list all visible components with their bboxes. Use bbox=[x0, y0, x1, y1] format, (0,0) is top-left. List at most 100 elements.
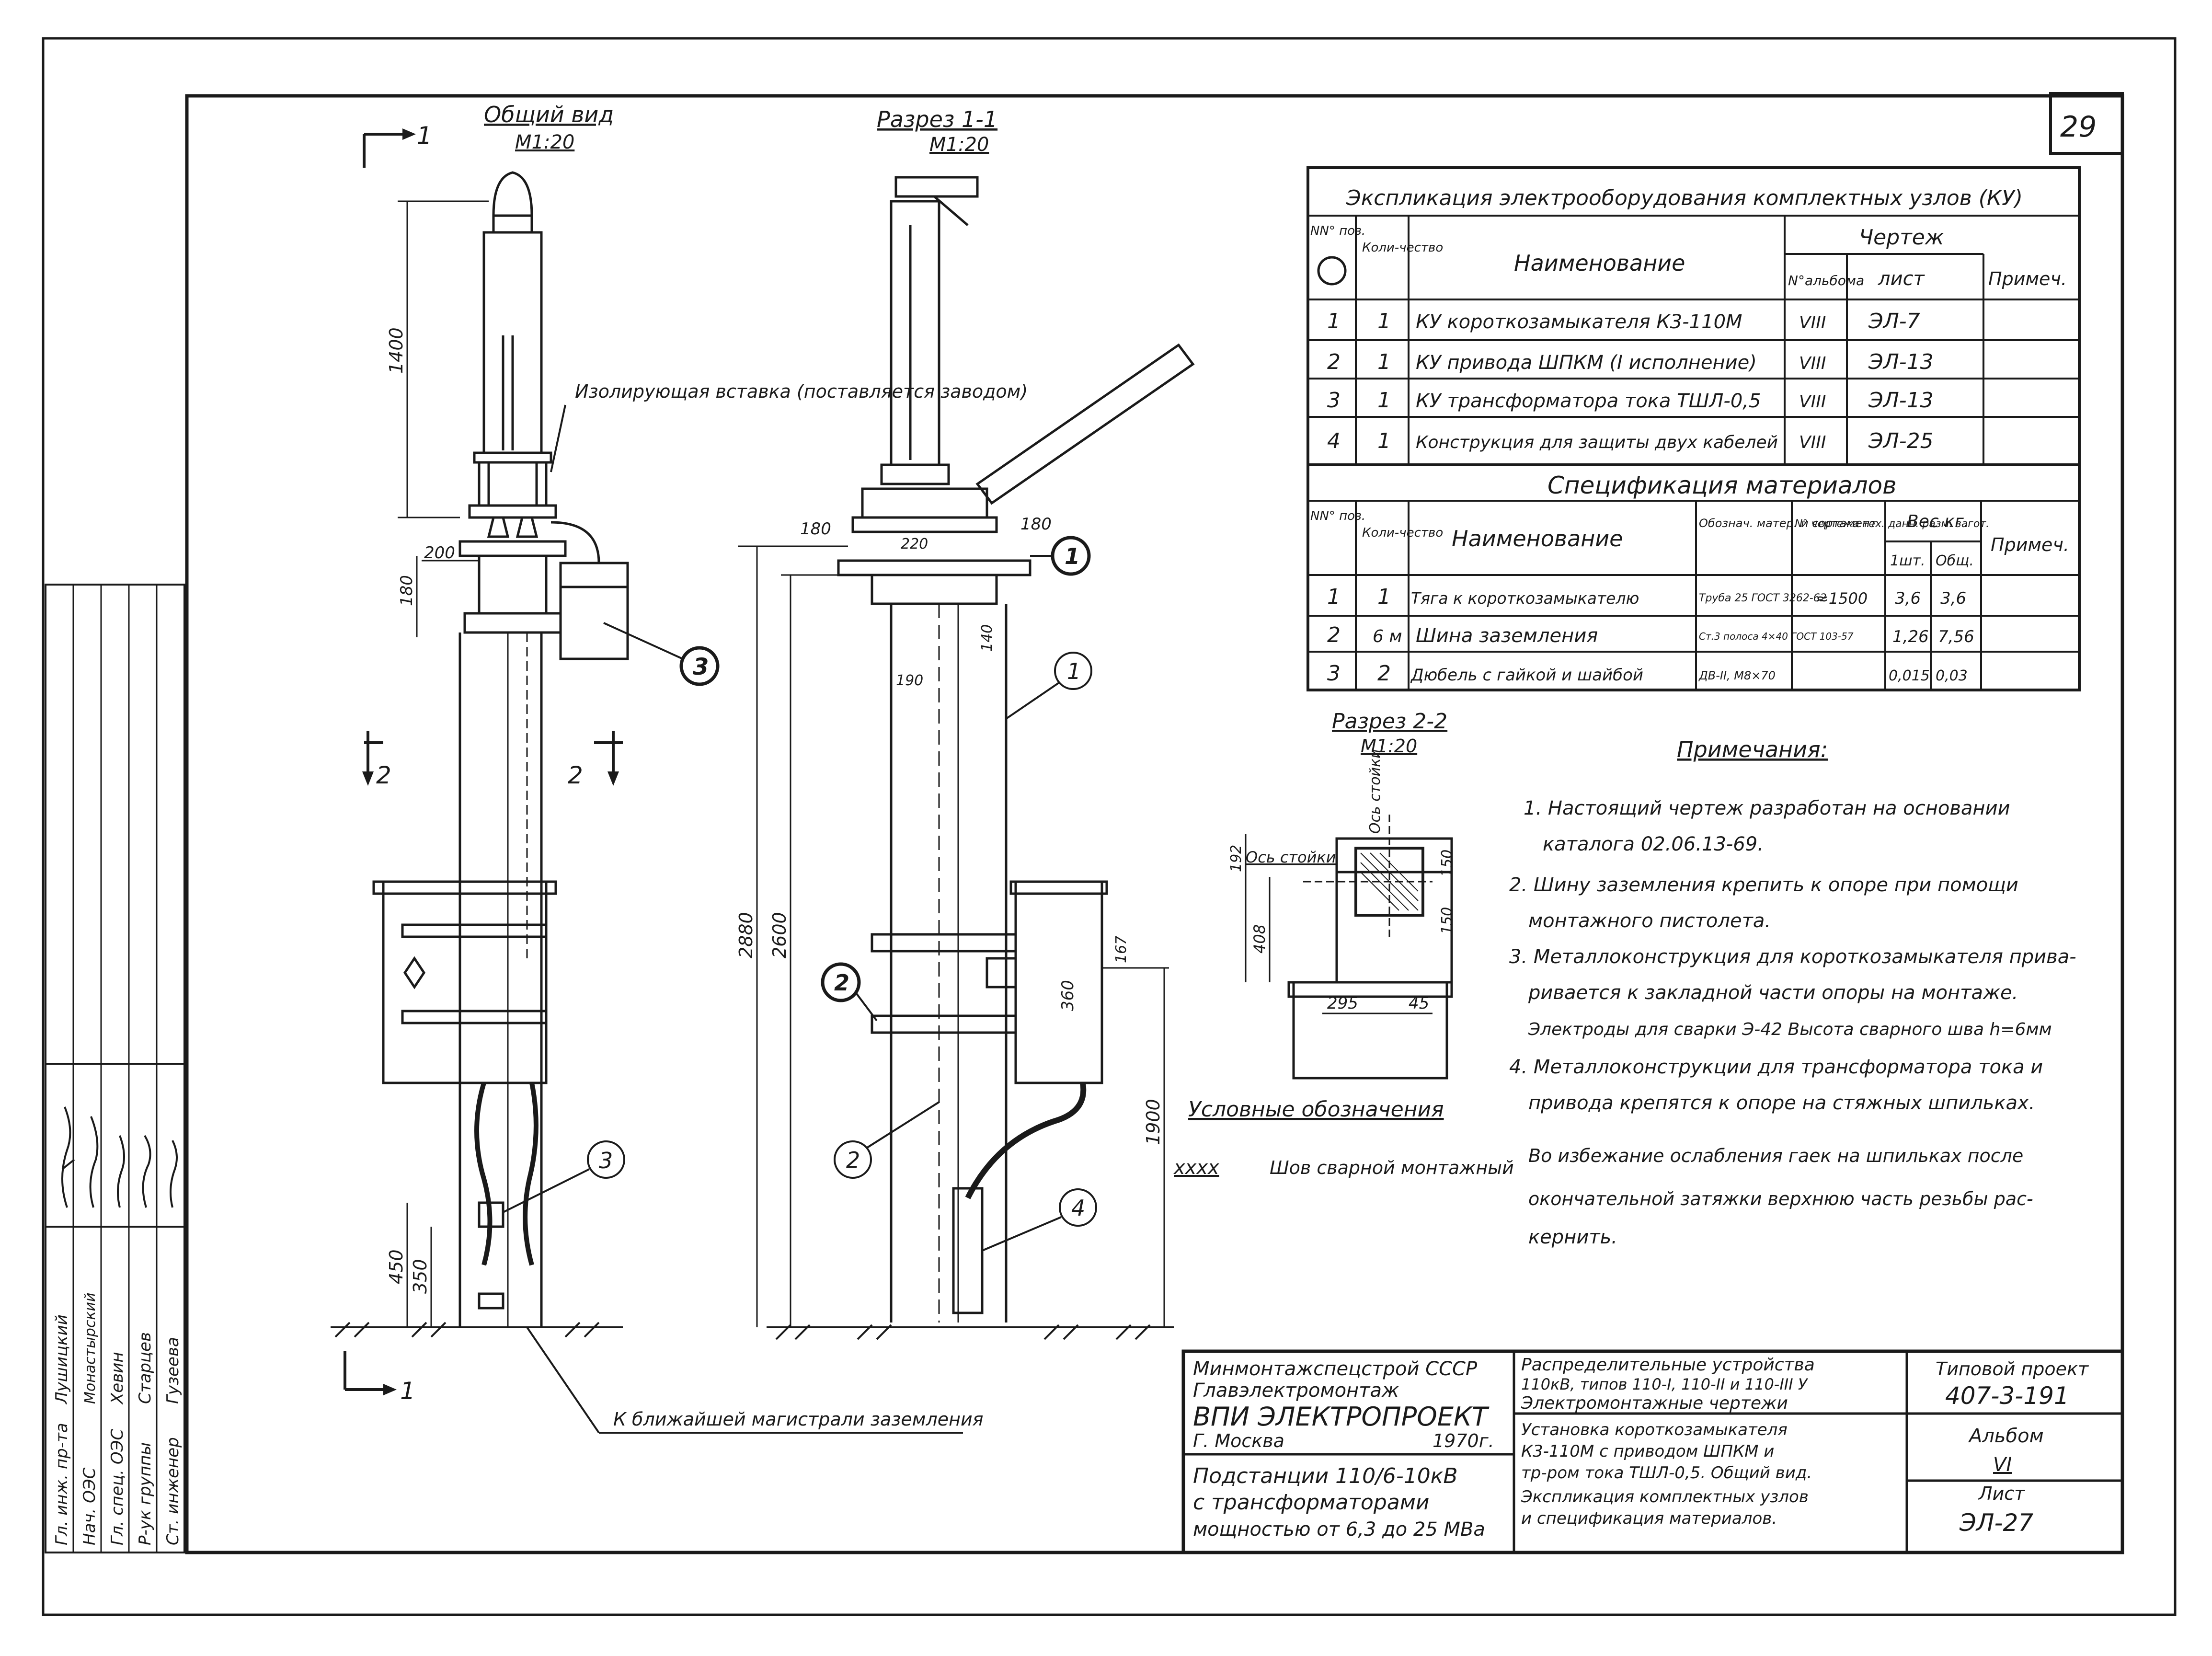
legend-symbol: хххх bbox=[1173, 1157, 1219, 1179]
explication-row-4-name: Конструкция для защиты двух кабелей bbox=[1416, 433, 1778, 452]
general-view-dimensions bbox=[398, 200, 489, 1327]
spec-row-1-qty: 1 bbox=[1377, 585, 1391, 609]
callout-1-bold-label: 1 bbox=[1065, 543, 1080, 569]
explication-row-1-qty: 1 bbox=[1377, 309, 1391, 334]
note-line-11: окончательной затяжки верхнюю часть резь… bbox=[1528, 1188, 2033, 1209]
explication-row-1-sheet: ЭЛ-7 bbox=[1868, 309, 1920, 334]
section-mark-1-bottom bbox=[344, 1351, 397, 1395]
spec-row-1-one: 3,6 bbox=[1895, 589, 1921, 608]
note-line-3: 2. Шину заземления крепить к опоре при п… bbox=[1509, 874, 2018, 896]
explication-header-drawing: Чертеж bbox=[1859, 225, 1944, 250]
dim-180-a: 180 bbox=[800, 519, 831, 539]
spec-row-2-total: 7,56 bbox=[1938, 627, 1974, 646]
spec-row-2-pos: 2 bbox=[1327, 623, 1341, 647]
section-mark-2-right bbox=[594, 731, 623, 786]
dim-295: 295 bbox=[1327, 994, 1358, 1013]
title-series-3: Электромонтажные чертежи bbox=[1521, 1393, 1788, 1413]
dim-140: 140 bbox=[979, 624, 996, 652]
title-sheet-3: тр-ром тока ТШЛ-0,5. Общий вид. bbox=[1521, 1463, 1812, 1483]
spec-row-1-name: Тяга к короткозамыкателю bbox=[1411, 589, 1639, 608]
note-line-7: Электроды для сварки Э-42 Высота сварног… bbox=[1528, 1020, 2052, 1039]
spec-header-total: Общ. bbox=[1936, 552, 1974, 569]
note-line-4: монтажного пистолета. bbox=[1528, 910, 1771, 932]
spec-row-3-name: Дюбель с гайкой и шайбой bbox=[1410, 666, 1643, 685]
grounding-note: К ближайшей магистрали заземления bbox=[613, 1409, 984, 1430]
title-album-label: Альбом bbox=[1968, 1425, 2044, 1447]
section-mark-2-left bbox=[362, 731, 383, 786]
spec-table-grid bbox=[1307, 463, 2081, 691]
explication-row-2-sheet: ЭЛ-13 bbox=[1868, 350, 1934, 374]
spec-row-1-pos: 1 bbox=[1327, 585, 1341, 609]
note-line-8: 4. Металлоконструкции для трансформатора… bbox=[1509, 1056, 2043, 1078]
signature-role-1: Гл. инж. пр-та bbox=[52, 1423, 71, 1545]
section-2-axis-left: Ось стойки bbox=[1246, 848, 1336, 866]
title-substation-3: мощностью от 6,3 до 25 МВа bbox=[1193, 1518, 1485, 1541]
title-series-1: Распределительные устройства bbox=[1521, 1355, 1815, 1375]
dim-1400: 1400 bbox=[386, 327, 407, 374]
signature-name-3: Хевин bbox=[108, 1352, 127, 1405]
explication-header-qty: Коли-чество bbox=[1362, 241, 1443, 255]
dim-190: 190 bbox=[896, 672, 923, 689]
explication-row-4-sheet: ЭЛ-25 bbox=[1868, 429, 1934, 453]
spec-header-name: Наименование bbox=[1452, 526, 1623, 552]
title-org-1: Минмонтажспецстрой СССР bbox=[1193, 1358, 1478, 1380]
section-mark-2-left-label: 2 bbox=[376, 761, 391, 789]
dim-2880: 2880 bbox=[735, 912, 756, 958]
section-1-dimensions bbox=[738, 545, 1169, 1327]
dim-360: 360 bbox=[1058, 980, 1077, 1011]
signature-role-4: Р-ук группы bbox=[136, 1442, 155, 1545]
note-line-9: привода крепятся к опоре на стяжных шпил… bbox=[1528, 1092, 2035, 1114]
dim-150-b: 150 bbox=[1439, 907, 1456, 934]
dim-192: 192 bbox=[1228, 845, 1245, 872]
spec-row-2-one: 1,26 bbox=[1892, 627, 1929, 646]
section-2-drawing bbox=[1245, 815, 1453, 1080]
callout-2-thin bbox=[834, 1140, 872, 1179]
spec-row-1-drawing: ≈1500 bbox=[1816, 589, 1868, 608]
title-sheet-value: ЭЛ-27 bbox=[1959, 1509, 2033, 1537]
section-2-title: Разрез 2-2 bbox=[1332, 709, 1447, 734]
inner-frame bbox=[185, 94, 2124, 1554]
explication-pos-circle bbox=[1317, 256, 1347, 286]
signature-name-5: Гузеева bbox=[163, 1337, 183, 1404]
signature-strip bbox=[45, 584, 185, 1553]
dim-45: 45 bbox=[1409, 994, 1429, 1013]
spec-row-1-total: 3,6 bbox=[1940, 589, 1966, 608]
sheet-number: 29 bbox=[2060, 110, 2097, 144]
callout-2-thin-label: 2 bbox=[846, 1147, 860, 1173]
spec-row-2-designation: Ст.3 полоса 4×40 ГОСТ 103-57 bbox=[1699, 631, 1854, 642]
sheet-number-box bbox=[2049, 92, 2124, 155]
spec-header-weight: Вес кг. bbox=[1907, 512, 1969, 531]
outer-border bbox=[42, 37, 2177, 1616]
signature-name-1: Лушицкий bbox=[52, 1314, 71, 1405]
explication-title: Экспликация электрооборудования комплект… bbox=[1346, 186, 2023, 210]
dim-408: 408 bbox=[1250, 924, 1269, 954]
note-line-2: каталога 02.06.13-69. bbox=[1543, 833, 1764, 855]
title-project-number: 407-3-191 bbox=[1945, 1382, 2069, 1410]
explication-row-1-album: VIII bbox=[1799, 313, 1826, 333]
signature-role-5: Ст. инженер bbox=[163, 1437, 183, 1545]
explication-row-1-pos: 1 bbox=[1327, 309, 1341, 334]
callout-3-bold bbox=[679, 646, 720, 686]
callout-3-thin-label: 3 bbox=[599, 1148, 613, 1173]
title-year: 1970г. bbox=[1433, 1430, 1494, 1451]
note-line-10: Во избежание ослабления гаек на шпильках… bbox=[1528, 1145, 2023, 1166]
explication-row-3-name: КУ трансформатора тока ТШЛ-0,5 bbox=[1416, 390, 1761, 412]
signature-role-2: Нач. ОЭС bbox=[80, 1467, 99, 1545]
spec-row-3-one: 0,015 bbox=[1889, 667, 1930, 684]
spec-header-one: 1шт. bbox=[1890, 552, 1925, 569]
callout-2-bold bbox=[821, 962, 861, 1002]
explication-row-3-qty: 1 bbox=[1377, 388, 1391, 413]
section-2-scale: М1:20 bbox=[1361, 736, 1417, 757]
explication-row-4-album: VIII bbox=[1799, 433, 1826, 452]
spec-header-note: Примеч. bbox=[1991, 534, 2069, 555]
general-view-title: Общий вид bbox=[484, 102, 614, 127]
section-mark-1-top-label: 1 bbox=[417, 122, 432, 150]
callout-2-bold-leader bbox=[854, 991, 878, 1022]
title-substation-2: с трансформаторами bbox=[1193, 1490, 1430, 1515]
spec-row-3-pos: 3 bbox=[1327, 661, 1341, 686]
explication-header-note: Примеч. bbox=[1988, 268, 2067, 289]
insulating-insert-note: Изолирующая вставка (поставляется заводо… bbox=[575, 381, 1028, 402]
note-line-1: 1. Настоящий чертеж разработан на основа… bbox=[1524, 797, 2010, 819]
section-mark-1-top bbox=[363, 128, 416, 168]
